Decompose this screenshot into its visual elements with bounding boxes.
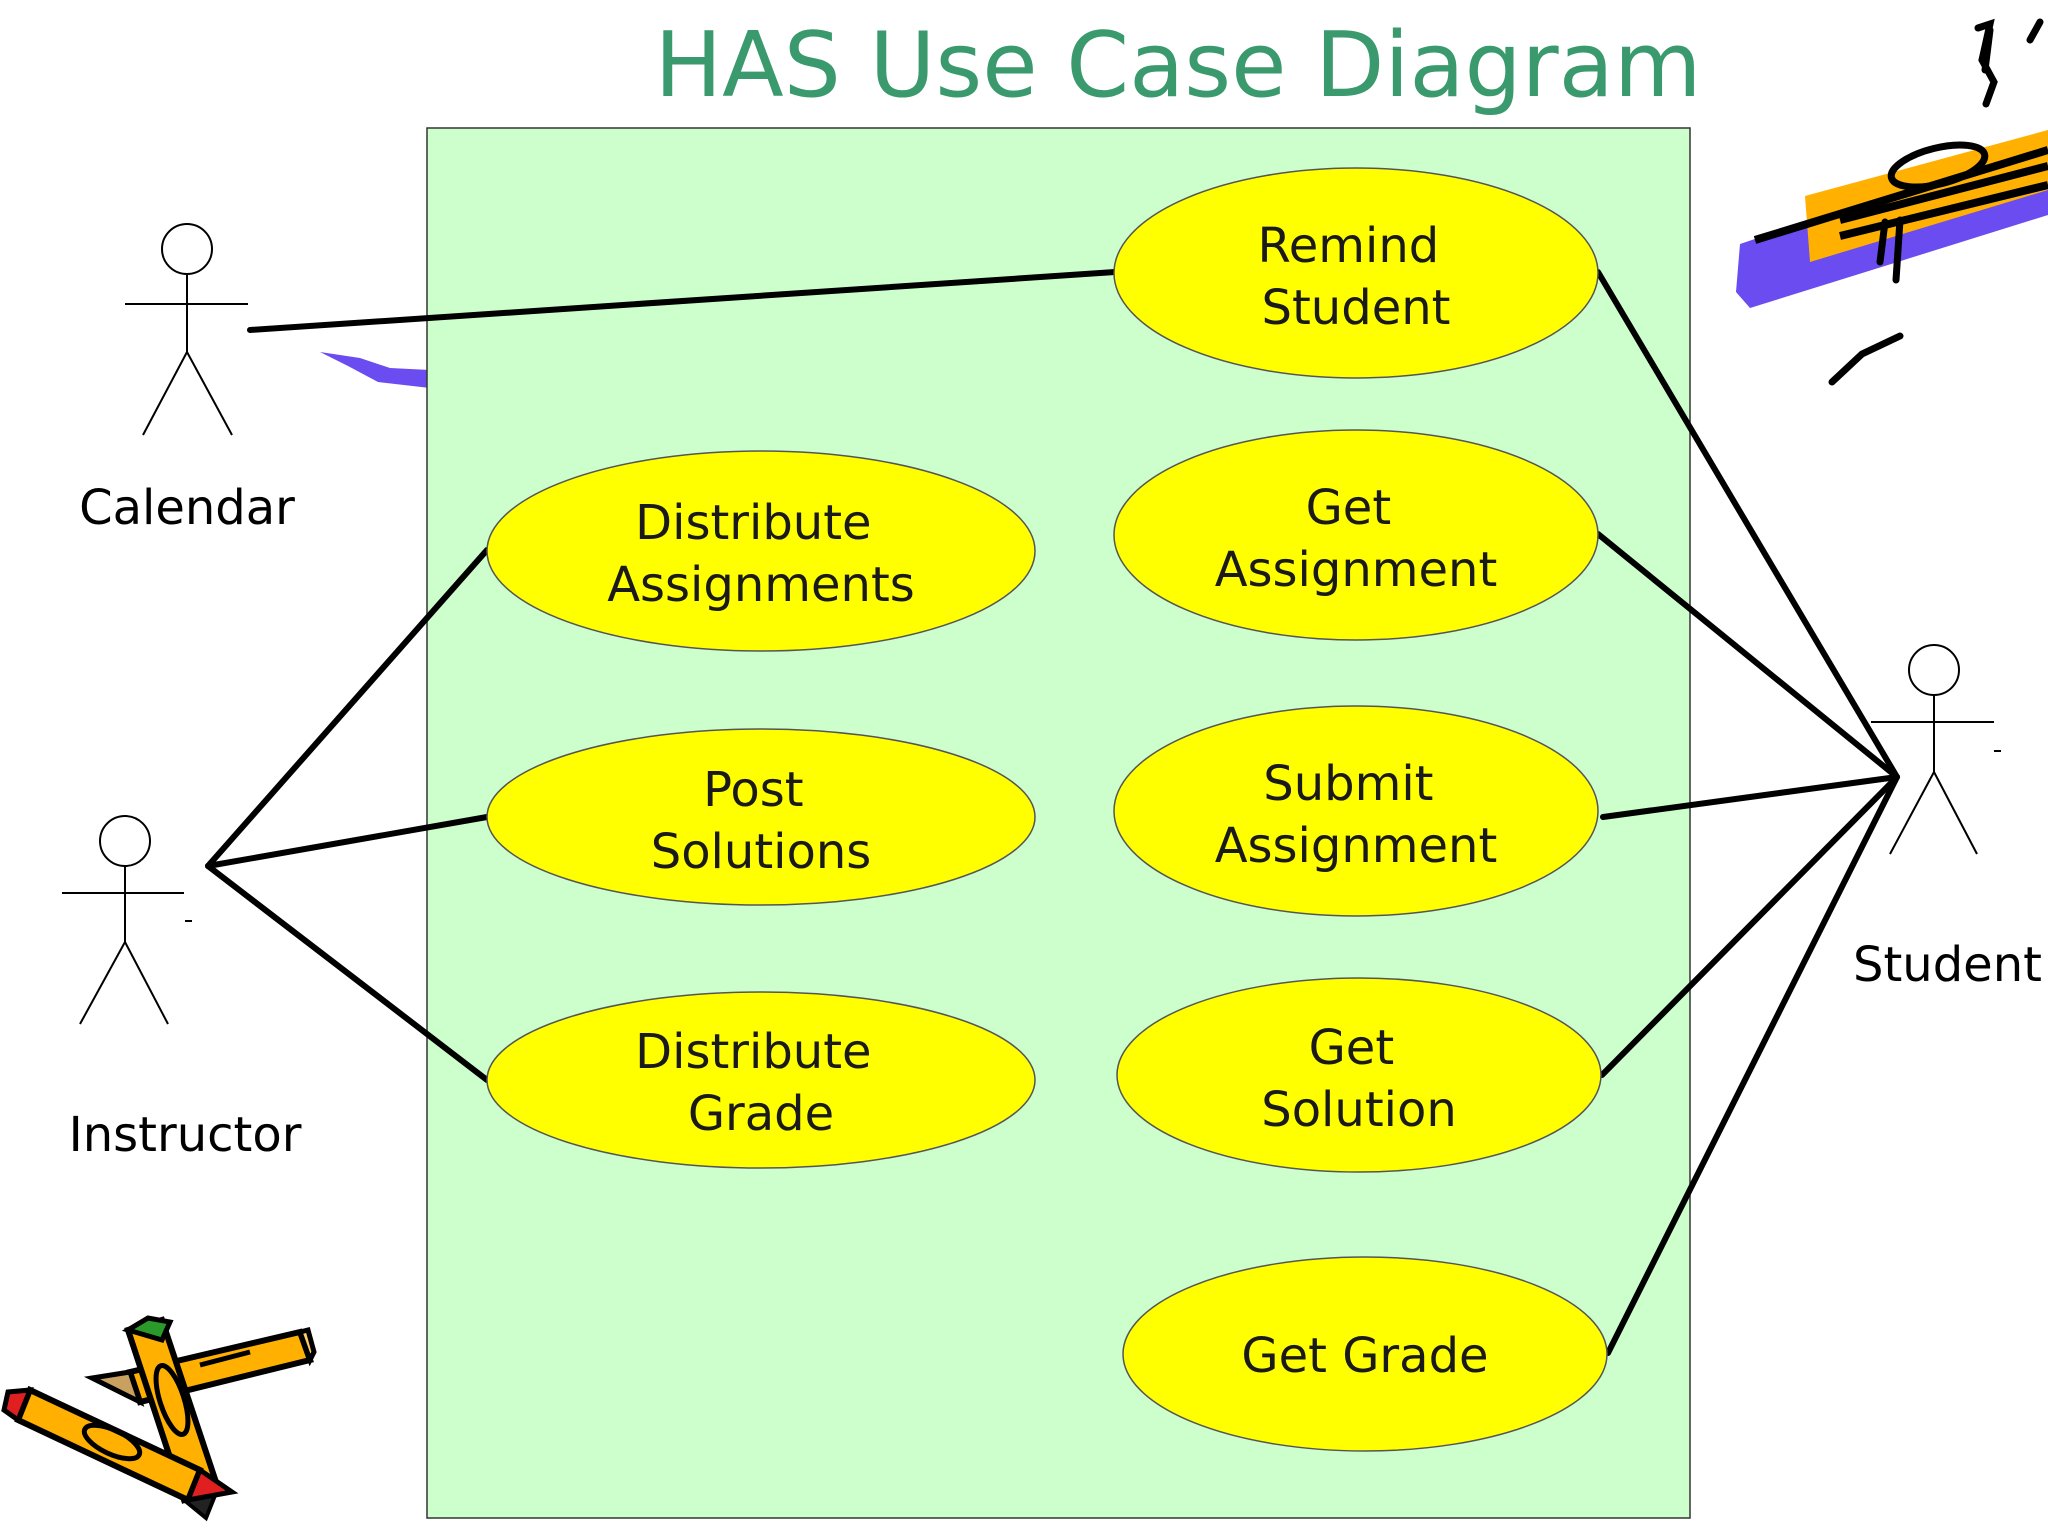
use-case-ellipse <box>486 450 1036 652</box>
actor-head <box>1908 644 1960 696</box>
use-case-label: Get Solution <box>1261 1020 1457 1138</box>
use-case-label: Get Grade <box>1241 1328 1488 1384</box>
use-case-label: Distribute Assignments <box>607 495 915 613</box>
use-case-remind-student: Remind Student <box>1113 167 1599 379</box>
use-case-label: Remind Student <box>1258 218 1455 336</box>
actor-leg <box>124 941 169 1025</box>
actor-label-instructor: Instructor <box>69 1107 302 1163</box>
pencil-c-cap <box>121 1315 174 1344</box>
use-case-label-line: Post <box>703 762 803 818</box>
association-instructor-post-solutions <box>205 814 490 869</box>
association-instructor-distribute-grade <box>205 863 490 1083</box>
use-case-label: Distribute Grade <box>635 1024 887 1142</box>
use-case-ellipse <box>1116 977 1602 1173</box>
use-case-label-line: Grade <box>688 1086 834 1142</box>
pencil-c-band <box>153 1363 191 1437</box>
use-case-label-line: Assignment <box>1215 542 1498 598</box>
use-case-label-line: Student <box>1262 280 1451 336</box>
actor-leg <box>1933 771 1978 855</box>
actor-student <box>1871 644 2001 855</box>
actor-leg <box>142 351 188 436</box>
association-instructor-distribute-assignments <box>205 547 490 869</box>
association-student-remind-student <box>1595 269 1900 780</box>
actor-leg <box>1889 771 1935 855</box>
use-case-distribute-assignments: Distribute Assignments <box>486 450 1036 652</box>
actor-calendar <box>125 223 248 436</box>
pencil-outline <box>1753 146 2048 244</box>
use-case-post-solutions: Post Solutions <box>486 728 1036 906</box>
use-case-ellipse <box>1113 167 1599 379</box>
use-case-label: Get Assignment <box>1215 480 1498 598</box>
use-case-label-line: Distribute <box>635 1024 871 1080</box>
use-case-label-line: Remind <box>1258 218 1440 274</box>
use-case-label: Submit Assignment <box>1215 756 1498 874</box>
association-student-get-solution <box>1599 774 1900 1078</box>
pencil-b-eraser <box>296 1326 317 1367</box>
swoosh-decoration <box>320 352 430 388</box>
use-case-label: Post Solutions <box>651 762 872 880</box>
association-calendar-remind-student <box>247 269 1118 333</box>
actor-leg <box>186 351 233 436</box>
pencil-a-cap <box>1 1387 34 1424</box>
actor-head <box>99 815 151 867</box>
pencil-b-mark <box>199 1349 251 1368</box>
use-case-ellipse <box>1122 1256 1608 1452</box>
actor-instructor <box>62 815 192 1025</box>
pencil-b-tip <box>83 1369 145 1407</box>
use-case-get-grade: Get Grade <box>1122 1256 1608 1452</box>
use-case-label-line: Get <box>1309 1020 1395 1076</box>
use-case-submit-assignment: Submit Assignment <box>1113 705 1599 917</box>
pencil-band <box>1887 141 1989 191</box>
pencil-a-band <box>81 1422 143 1462</box>
pencil-clipart-icon <box>1736 18 2048 386</box>
association-student-get-grade <box>1605 774 1900 1356</box>
use-case-get-solution: Get Solution <box>1116 977 1602 1173</box>
use-case-label-line: Solution <box>1261 1082 1457 1138</box>
use-case-label-line: Get <box>1306 480 1392 536</box>
use-case-distribute-grade: Distribute Grade <box>486 991 1036 1169</box>
actor-label-student: Student <box>1853 937 2042 993</box>
association-student-submit-assignment <box>1600 774 1900 820</box>
diagram-title: HAS Use Case Diagram <box>655 13 1702 118</box>
use-case-get-assignment: Get Assignment <box>1113 429 1599 641</box>
actor-head <box>161 223 213 275</box>
pencil-a-tip <box>184 1466 239 1504</box>
use-case-label-line: Distribute <box>635 495 871 551</box>
associations <box>205 269 1900 1356</box>
use-case-label-line: Assignment <box>1215 818 1498 874</box>
use-case-ellipse <box>486 991 1036 1169</box>
association-student-get-assignment <box>1595 531 1900 780</box>
actor-label-calendar: Calendar <box>79 480 295 536</box>
pencil-marks <box>1828 18 2044 386</box>
use-case-label-line: Solutions <box>651 824 872 880</box>
use-case-label-line: Submit <box>1263 756 1433 812</box>
use-case-label-line: Assignments <box>607 557 915 613</box>
use-case-ellipse <box>1113 705 1599 917</box>
use-case-ellipse <box>486 728 1036 906</box>
pencils-clipart-icon <box>1 1315 317 1522</box>
actor-leg <box>79 941 126 1025</box>
use-case-ellipse <box>1113 429 1599 641</box>
